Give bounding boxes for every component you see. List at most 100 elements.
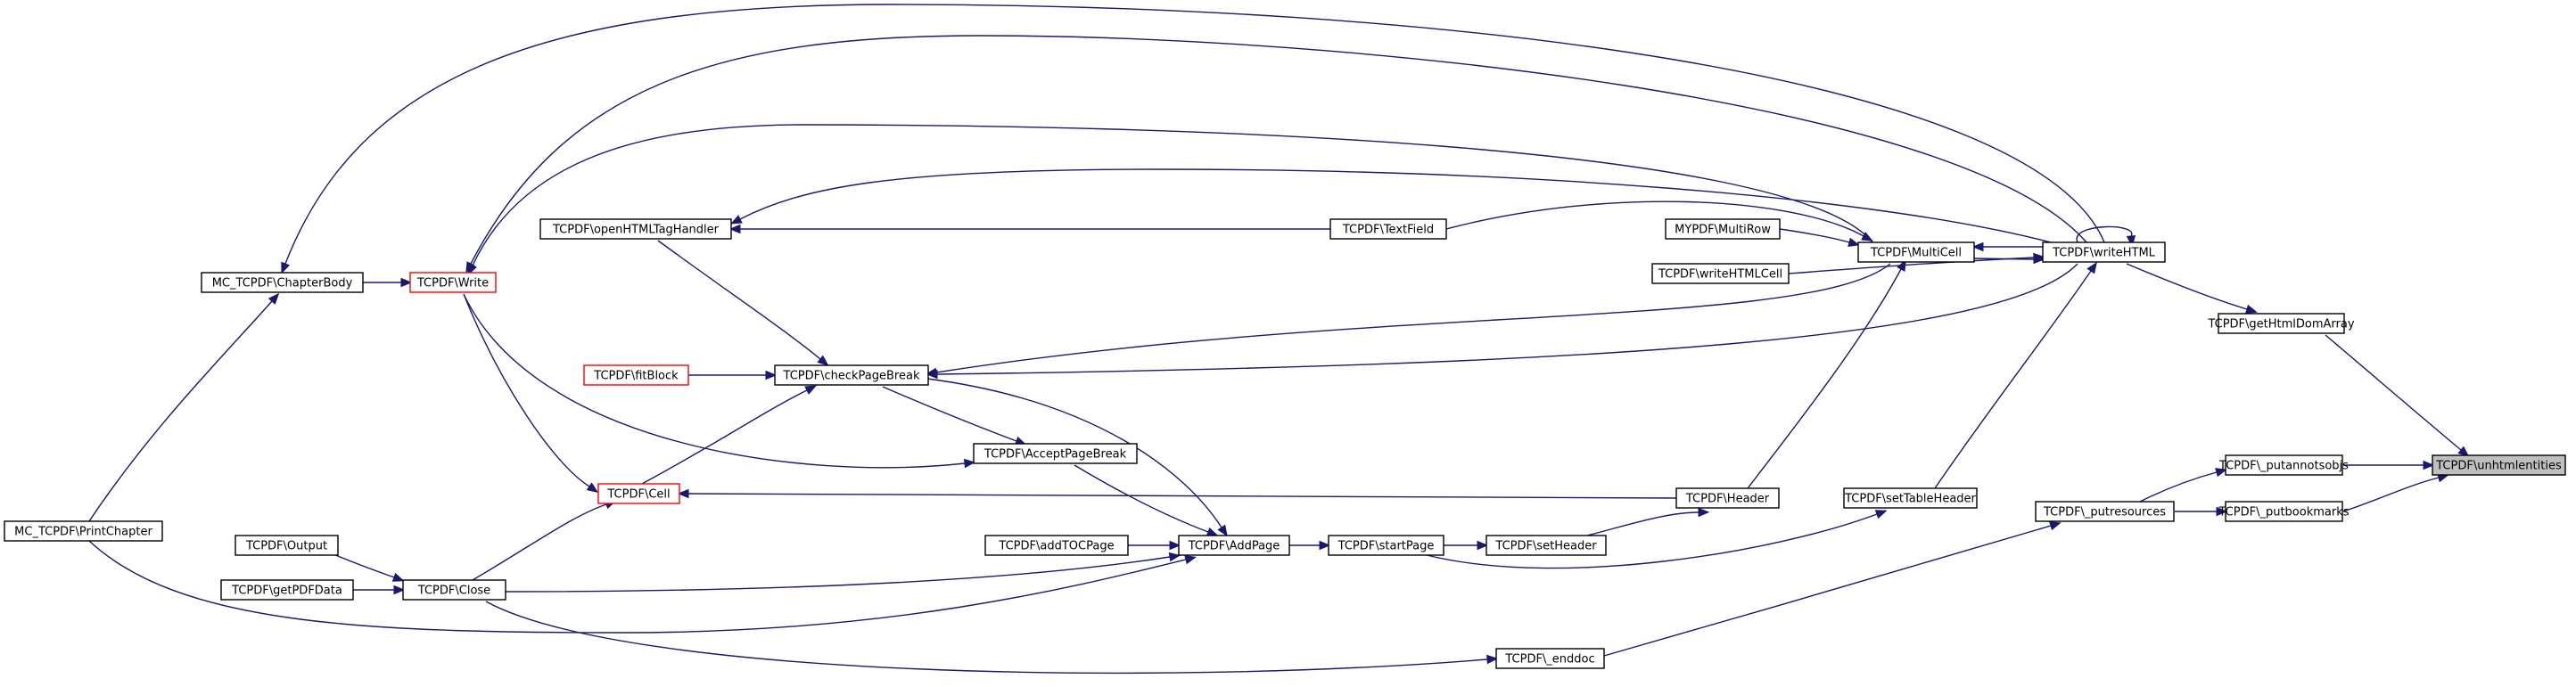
node-box[interactable] <box>201 272 364 293</box>
edge-arrowhead <box>1971 241 1984 252</box>
edge-line <box>2139 471 2218 503</box>
node-box[interactable] <box>2225 454 2343 476</box>
node-enddoc[interactable]: TCPDF\_enddoc <box>1495 648 1605 669</box>
node-writeHTML[interactable]: TCPDF\writeHTML <box>2042 241 2166 263</box>
node-MultiCell[interactable]: TCPDF\MultiCell <box>1857 241 1975 263</box>
edge-line <box>739 168 2052 243</box>
node-label: TCPDF\Close <box>417 585 490 598</box>
node-label: TCPDF\Header <box>1685 493 1770 506</box>
edge-arrowhead <box>1477 540 1489 551</box>
node-unhtmlentities[interactable]: TCPDF\unhtmlentities <box>2432 454 2566 476</box>
node-fitBlock[interactable]: TCPDF\fitBlock <box>583 364 689 386</box>
node-box[interactable] <box>774 364 929 386</box>
node-putresources[interactable]: TCPDF\_putresources <box>2035 501 2175 522</box>
node-label: TCPDF\AddPage <box>1188 540 1280 553</box>
edge-writeHTML-to-checkPageBreak <box>926 263 2078 380</box>
edges-layer <box>88 4 2470 675</box>
node-box[interactable] <box>1675 487 1780 509</box>
node-box[interactable] <box>220 579 354 601</box>
edge-arrowhead <box>2215 468 2227 478</box>
node-box[interactable] <box>597 483 680 504</box>
node-Cell[interactable]: TCPDF\Cell <box>597 483 680 504</box>
edge-arrowhead <box>817 355 829 366</box>
node-setTableHeader[interactable]: TCPDF\setTableHeader <box>1843 487 1978 509</box>
node-box[interactable] <box>1651 263 1790 284</box>
node-Close[interactable]: TCPDF\Close <box>402 579 506 601</box>
node-label: TCPDF\_putresources <box>2043 506 2166 519</box>
node-openHTMLTagHandler[interactable]: TCPDF\openHTMLTagHandler <box>539 218 732 240</box>
edge-line <box>505 556 1171 593</box>
node-box[interactable] <box>2035 501 2175 522</box>
edge-arrowhead <box>1486 654 1499 665</box>
node-getHtmlDomArray[interactable]: TCPDF\getHtmlDomArray <box>2207 313 2355 334</box>
node-setHeader[interactable]: TCPDF\setHeader <box>1486 535 1607 556</box>
edge-arrowhead <box>2033 252 2045 263</box>
node-AddPage[interactable]: TCPDF\AddPage <box>1178 535 1290 556</box>
edge-arrowhead <box>1319 540 1331 551</box>
node-box[interactable] <box>973 443 1138 464</box>
node-box[interactable] <box>1857 241 1975 263</box>
edge-MultiRow-to-MultiCell <box>1779 228 1860 247</box>
node-PrintChapter[interactable]: MC_TCPDF\PrintChapter <box>4 520 163 542</box>
node-putbookmarks[interactable]: TCPDF\_putbookmarks <box>2218 501 2350 522</box>
edge-arrowhead <box>2216 506 2228 517</box>
node-box[interactable] <box>2225 501 2343 522</box>
node-box[interactable] <box>235 535 339 556</box>
node-label: TCPDF\_putannotsobjs <box>2218 460 2349 473</box>
node-getPDFData[interactable]: TCPDF\getPDFData <box>220 579 354 601</box>
node-label: TCPDF\writeHTML <box>2052 247 2156 260</box>
edge-arrowhead <box>2423 460 2435 470</box>
edge-arrowhead <box>2086 261 2097 274</box>
node-label: TCPDF\Output <box>245 540 327 553</box>
edge-checkPageBreak-to-AddPage <box>926 378 1228 537</box>
edge-Output-to-Close <box>333 553 405 582</box>
node-box[interactable] <box>539 218 732 240</box>
node-box[interactable] <box>2218 313 2345 334</box>
node-label: TCPDF\getPDFData <box>231 585 342 598</box>
edge-TextField-to-MultiCell <box>1445 200 1873 241</box>
node-Write[interactable]: TCPDF\Write <box>409 272 497 293</box>
edge-Close-to-AddPage <box>505 552 1181 593</box>
node-box[interactable] <box>1665 218 1781 240</box>
node-addTOCPage[interactable]: TCPDF\addTOCPage <box>984 535 1129 556</box>
node-checkPageBreak[interactable]: TCPDF\checkPageBreak <box>774 364 929 386</box>
node-box[interactable] <box>409 272 497 293</box>
node-label: TCPDF\setTableHeader <box>1844 493 1976 506</box>
edge-arrowhead <box>1206 527 1219 536</box>
node-box[interactable] <box>1486 535 1607 556</box>
node-startPage[interactable]: TCPDF\startPage <box>1328 535 1444 556</box>
node-Header[interactable]: TCPDF\Header <box>1675 487 1780 509</box>
edge-arrowhead <box>2244 304 2258 314</box>
node-MultiRow[interactable]: MYPDF\MultiRow <box>1665 218 1781 240</box>
edge-writeHTML-to-Write <box>465 35 2087 274</box>
edge-arrowhead <box>2457 446 2470 457</box>
node-box[interactable] <box>1329 218 1447 240</box>
edge-line <box>1934 270 2092 489</box>
node-box[interactable] <box>2432 454 2566 476</box>
edge-getHtmlDomArray-to-unhtmlentities <box>2325 334 2470 457</box>
edge-writeHTML-to-writeHTML <box>2076 225 2136 248</box>
node-box[interactable] <box>1495 648 1605 669</box>
node-ChapterBody[interactable]: MC_TCPDF\ChapterBody <box>201 272 364 293</box>
node-box[interactable] <box>402 579 506 601</box>
node-box[interactable] <box>1843 487 1978 509</box>
edge-line <box>88 540 1187 634</box>
node-box[interactable] <box>1178 535 1290 556</box>
node-AcceptPageBreak[interactable]: TCPDF\AcceptPageBreak <box>973 443 1138 464</box>
node-label: TCPDF\unhtmlentities <box>2435 460 2562 473</box>
edge-arrowhead <box>1848 237 1860 247</box>
node-box[interactable] <box>984 535 1129 556</box>
edge-Close-to-Cell <box>472 500 617 581</box>
node-label: TCPDF\startPage <box>1337 540 1435 553</box>
node-Output[interactable]: TCPDF\Output <box>235 535 339 556</box>
node-putannotsobjs[interactable]: TCPDF\_putannotsobjs <box>2218 454 2349 476</box>
edge-arrowhead <box>391 572 405 582</box>
node-box[interactable] <box>4 520 163 542</box>
node-TextField[interactable]: TCPDF\TextField <box>1329 218 1447 240</box>
node-box[interactable] <box>583 364 689 386</box>
node-box[interactable] <box>1328 535 1444 556</box>
node-writeHTMLCell[interactable]: TCPDF\writeHTMLCell <box>1651 263 1790 284</box>
node-label: TCPDF\getHtmlDomArray <box>2207 318 2354 331</box>
edge-line <box>1779 228 1850 243</box>
node-box[interactable] <box>2042 241 2166 263</box>
